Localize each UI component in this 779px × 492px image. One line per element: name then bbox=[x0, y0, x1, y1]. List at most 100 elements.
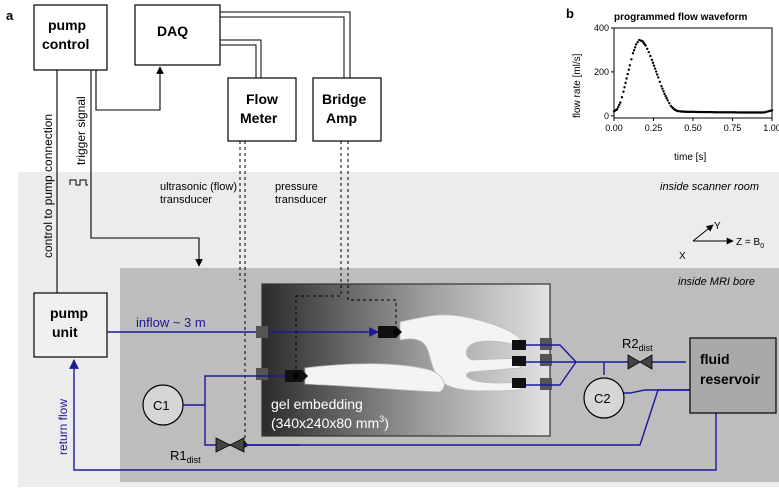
axis-y-label: Y bbox=[714, 221, 721, 232]
data-point bbox=[627, 68, 630, 71]
data-point bbox=[664, 94, 667, 98]
reservoir-line2: reservoir bbox=[700, 371, 760, 387]
data-point bbox=[668, 101, 671, 105]
return-flow-label: return flow bbox=[56, 399, 70, 455]
x-tick-label: 0.50 bbox=[684, 123, 702, 133]
data-point bbox=[623, 86, 626, 89]
x-tick-label: 0.25 bbox=[645, 123, 663, 133]
axis-x-label: X bbox=[679, 251, 686, 262]
panel-a-label: a bbox=[6, 8, 14, 23]
data-point bbox=[658, 80, 662, 83]
mri-bore-label: inside MRI bore bbox=[678, 276, 755, 288]
data-point bbox=[632, 49, 636, 52]
chart-title: programmed flow waveform bbox=[614, 12, 747, 23]
data-point bbox=[618, 103, 621, 107]
data-point bbox=[636, 41, 639, 44]
data-point bbox=[620, 95, 624, 99]
axis-z-label: Z = B0 bbox=[736, 237, 764, 250]
pressure-label-1: pressure bbox=[275, 181, 318, 193]
data-point bbox=[645, 47, 649, 51]
pulse-symbol bbox=[69, 179, 88, 186]
pump-control-box: pump control bbox=[33, 4, 108, 71]
data-point bbox=[619, 101, 622, 104]
transducer-lines bbox=[239, 141, 397, 445]
daq-label: DAQ bbox=[157, 23, 188, 39]
data-point bbox=[628, 64, 631, 67]
data-point bbox=[660, 84, 663, 88]
data-point bbox=[651, 61, 655, 64]
gel-close: ) bbox=[384, 415, 389, 431]
data-point bbox=[655, 73, 659, 76]
data-point bbox=[649, 54, 652, 58]
data-point bbox=[654, 70, 658, 73]
gel-sup: 3 bbox=[379, 414, 384, 424]
pump-unit-box: pump unit bbox=[33, 292, 108, 358]
data-point bbox=[666, 99, 669, 102]
axis-z-sub: 0 bbox=[760, 243, 764, 250]
vessel-phantom bbox=[304, 314, 521, 393]
data-point bbox=[647, 50, 650, 54]
data-point bbox=[665, 97, 668, 100]
daq-box: DAQ bbox=[134, 4, 221, 66]
x-tick-label: 0.75 bbox=[724, 123, 742, 133]
connectors bbox=[256, 326, 552, 390]
bridge-amp-line1: Bridge bbox=[322, 91, 367, 107]
flow-meter-line1: Flow bbox=[246, 91, 278, 107]
c1-label: C1 bbox=[153, 398, 170, 413]
data-point bbox=[662, 90, 665, 93]
control-connection-label: control to pump connection bbox=[41, 114, 55, 258]
r1-main: R1 bbox=[170, 448, 187, 463]
y-tick-label: 0 bbox=[604, 111, 609, 121]
compliance-c2: C2 bbox=[583, 377, 625, 419]
y-tick-label: 400 bbox=[594, 23, 609, 33]
data-point bbox=[657, 76, 660, 79]
reservoir-line1: fluid bbox=[700, 351, 730, 367]
data-point bbox=[615, 108, 619, 111]
axis-z-main: Z = B bbox=[736, 237, 761, 248]
bore-to-reservoir-line bbox=[222, 389, 690, 446]
y-tick-label: 200 bbox=[594, 67, 609, 77]
x-tick-label: 0.00 bbox=[605, 123, 623, 133]
r2-label: R2dist bbox=[622, 336, 653, 353]
data-point bbox=[644, 44, 647, 47]
data-point bbox=[617, 105, 620, 109]
r2-main: R2 bbox=[622, 336, 639, 351]
ultrasonic-label-1: ultrasonic (flow) bbox=[160, 181, 237, 193]
compliance-c1: C1 bbox=[142, 384, 184, 426]
valve-r1 bbox=[215, 437, 245, 453]
scanner-room-label: inside scanner room bbox=[660, 181, 759, 193]
r1-sub: dist bbox=[187, 455, 202, 465]
data-point bbox=[653, 67, 657, 70]
trigger-to-daq-line bbox=[95, 66, 164, 111]
flow-meter-box: Flow Meter bbox=[227, 77, 297, 142]
trigger-signal-label: trigger signal bbox=[74, 96, 88, 165]
pump-unit-line1: pump bbox=[50, 305, 88, 321]
data-point bbox=[650, 58, 654, 62]
c2-label: C2 bbox=[594, 391, 611, 406]
r1-label: R1dist bbox=[170, 448, 201, 465]
data-point bbox=[633, 46, 637, 49]
data-point bbox=[630, 58, 633, 61]
data-point bbox=[622, 90, 625, 93]
return-flow-line bbox=[69, 359, 717, 471]
pump-control-line2: control bbox=[42, 36, 89, 52]
gel-label-2: (340x240x80 mm3) bbox=[271, 414, 389, 431]
data-point bbox=[652, 64, 656, 67]
fluid-reservoir-box: fluid reservoir bbox=[689, 337, 777, 414]
daq-cables bbox=[220, 11, 351, 78]
transducer-node-2 bbox=[293, 373, 299, 379]
data-point bbox=[624, 81, 627, 85]
chart-ylabel: flow rate [ml/s] bbox=[572, 53, 583, 118]
pressure-label-2: transducer bbox=[275, 194, 327, 206]
data-point bbox=[770, 109, 774, 112]
panel-b-label: b bbox=[566, 6, 574, 21]
inflow-label: inflow ~ 3 m bbox=[136, 315, 206, 330]
chart-xlabel: time [s] bbox=[674, 152, 706, 163]
trigger-line bbox=[90, 70, 203, 267]
transducer-node-1 bbox=[393, 329, 399, 335]
ultrasonic-label-2: transducer bbox=[160, 194, 212, 206]
flow-meter-line2: Meter bbox=[240, 110, 278, 126]
coordinate-axes: Y Z = B0 X bbox=[679, 221, 764, 262]
